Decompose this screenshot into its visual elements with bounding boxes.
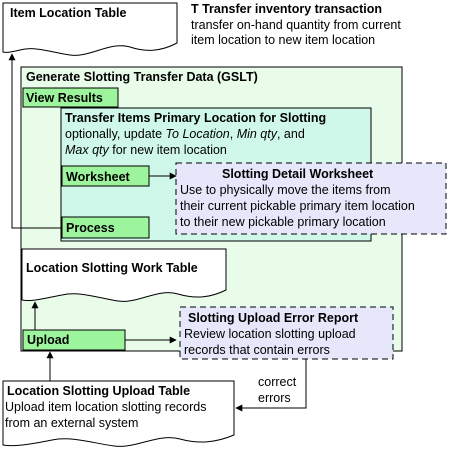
item-location-table: Item Location Table: [2, 2, 178, 56]
upload-error-line2: records that contain errors: [184, 343, 330, 357]
worksheet-button[interactable]: Worksheet: [61, 165, 150, 187]
connectors: [8, 53, 307, 412]
arrow-icon: [235, 359, 307, 412]
slotting-detail-line2: their current pickable primary item loca…: [180, 199, 415, 213]
slotting-detail-line3: to their new pickable primary location: [180, 215, 386, 229]
upload-error-line1: Review location slotting upload: [184, 327, 356, 341]
location-slotting-upload-table: Location Slotting Upload Table Upload it…: [2, 380, 235, 447]
transfer-transaction-line2: item location to new item location: [191, 33, 375, 47]
worksheet-label: Worksheet: [66, 170, 131, 184]
arrow-icon: [8, 53, 62, 229]
upload-label: Upload: [27, 333, 69, 347]
slotting-detail-shape: [175, 162, 447, 235]
upload-table-line2: from an external system: [5, 416, 138, 430]
view-results-shape: [22, 87, 119, 108]
item-location-table-title: Item Location Table: [10, 6, 126, 20]
gslt-title: Generate Slotting Transfer Data (GSLT): [26, 70, 258, 84]
work-table-title: Location Slotting Work Table: [26, 261, 198, 275]
transfer-primary-line1: optionally, update To Location, Min qty,…: [65, 127, 305, 141]
slotting-detail-title: Slotting Detail Worksheet: [222, 167, 374, 181]
transfer-transaction-line1: transfer on-hand quantity from current: [191, 18, 401, 32]
process-button[interactable]: Process: [61, 216, 150, 239]
view-results-button[interactable]: View Results: [22, 87, 119, 108]
item-location-table-shape: [2, 2, 178, 56]
upload-table-shape: [2, 380, 235, 447]
location-slotting-work-table: Location Slotting Work Table: [21, 248, 227, 302]
work-table-shape: [21, 248, 227, 302]
correct-errors-line2: errors: [258, 391, 291, 405]
upload-table-line1: Upload item location slotting records: [5, 400, 207, 414]
process-label: Process: [66, 221, 115, 235]
upload-error-title: Slotting Upload Error Report: [188, 311, 359, 325]
upload-button[interactable]: Upload: [22, 329, 126, 351]
transfer-transaction-note: T Transfer inventory transaction transfe…: [191, 2, 401, 47]
view-results-label: View Results: [26, 91, 103, 105]
transfer-primary-line2: Max qty for new item location: [65, 143, 227, 157]
slotting-upload-error-report: Slotting Upload Error Report Review loca…: [179, 306, 394, 360]
slotting-detail-line1: Use to physically move the items from: [180, 183, 391, 197]
correct-errors-line1: correct: [258, 375, 297, 389]
slotting-detail-worksheet-report: Slotting Detail Worksheet Use to physica…: [175, 162, 447, 235]
upload-error-shape: [179, 306, 394, 360]
correct-errors-note: correct errors: [258, 375, 297, 405]
upload-table-title: Location Slotting Upload Table: [7, 384, 190, 398]
transfer-primary-title: Transfer Items Primary Location for Slot…: [65, 111, 326, 125]
transfer-transaction-title: T Transfer inventory transaction: [191, 2, 382, 16]
